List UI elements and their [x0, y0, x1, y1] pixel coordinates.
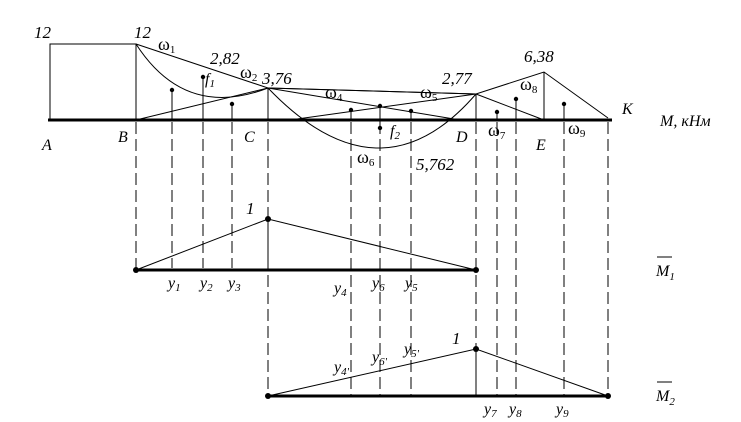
- centroid-dot-2: [200, 74, 206, 80]
- point-label-d: D: [455, 129, 468, 146]
- parabola-c-d: [267, 87, 477, 149]
- label-f2: f2: [390, 123, 400, 142]
- m1-peak-label: 1: [246, 199, 255, 218]
- centroid-dot-3: [229, 101, 235, 107]
- m1-node-left: [133, 267, 139, 273]
- area-label-8: ω8: [520, 74, 538, 96]
- label-f1: f1: [205, 71, 215, 90]
- chord-c-d-up: [289, 93, 477, 121]
- m1-ordinate-1: y1: [166, 275, 181, 294]
- value-mid: 5,762: [416, 155, 455, 174]
- unit-diagram-1: 1 y1 y2 y3 y4 y6 y5 M1: [133, 199, 675, 299]
- centroid-dot-7: [494, 109, 500, 115]
- m2-ordinate-8: y8: [507, 401, 522, 420]
- area-label-5: ω5: [420, 82, 438, 104]
- value-c1: 2,82: [210, 49, 240, 68]
- centroid-dot-1: [169, 87, 175, 93]
- m1-node-peak: [265, 216, 271, 222]
- m1-ordinate-2: y2: [198, 275, 213, 294]
- chord-b-c: [135, 87, 269, 121]
- value-b: 12: [134, 23, 152, 42]
- m2-node-peak: [473, 346, 479, 352]
- chord-c-d-down: [267, 87, 461, 121]
- m1-ordinate-3: y3: [226, 275, 241, 294]
- axis-label-moment: M, кНм: [659, 113, 711, 130]
- parabola-b-c: [135, 43, 269, 98]
- m1-ordinate-4: y4: [332, 280, 347, 299]
- m2-node-right: [605, 393, 611, 399]
- centroid-dot-8: [513, 96, 519, 102]
- moment-diagram: 12 12 2,82 3,76 5,762 2,77 6,38 f1 f2 ω1…: [34, 23, 711, 174]
- m2-peak-label: 1: [452, 329, 461, 348]
- value-c: 3,76: [261, 69, 292, 88]
- unit-diagram-2: 1 y4' y6' y5' y7 y8 y9 M2: [265, 329, 675, 420]
- m2-node-left: [265, 393, 271, 399]
- point-label-b: B: [118, 129, 128, 146]
- centroid-dot-9: [561, 101, 567, 107]
- point-label-k: K: [621, 101, 634, 118]
- area-label-9: ω9: [568, 118, 586, 140]
- line-c-d: [267, 87, 477, 95]
- area-label-1: ω1: [158, 34, 175, 56]
- value-e: 6,38: [524, 47, 554, 66]
- m1-label: M1: [655, 263, 675, 283]
- centroid-dot-4: [348, 107, 354, 113]
- value-d: 2,77: [442, 69, 473, 88]
- area-label-4: ω4: [325, 82, 343, 104]
- m2-ordinate-6p: y6': [370, 349, 388, 368]
- centroid-dot-5: [408, 108, 414, 114]
- point-label-c: C: [244, 129, 255, 146]
- area-label-2: ω2: [240, 62, 257, 84]
- m2-ordinate-5p: y5': [402, 341, 420, 360]
- chord-d-e: [475, 93, 545, 121]
- m1-ordinate-6: y6: [370, 275, 385, 294]
- m2-ordinate-7: y7: [482, 401, 497, 420]
- m2-triangle: [267, 348, 609, 397]
- value-a: 12: [34, 23, 52, 42]
- point-label-e: E: [535, 137, 546, 154]
- m1-ordinate-5: y5: [403, 275, 418, 294]
- area-label-6: ω6: [357, 147, 375, 169]
- m1-node-right: [473, 267, 479, 273]
- m2-ordinate-4p: y4': [332, 359, 350, 378]
- m2-ordinate-9: y9: [554, 401, 569, 420]
- m1-triangle: [135, 218, 477, 271]
- point-label-a: A: [41, 137, 52, 154]
- rect-ab: [49, 43, 137, 120]
- centroid-dot-6: [377, 103, 383, 109]
- m2-label: M2: [655, 388, 675, 408]
